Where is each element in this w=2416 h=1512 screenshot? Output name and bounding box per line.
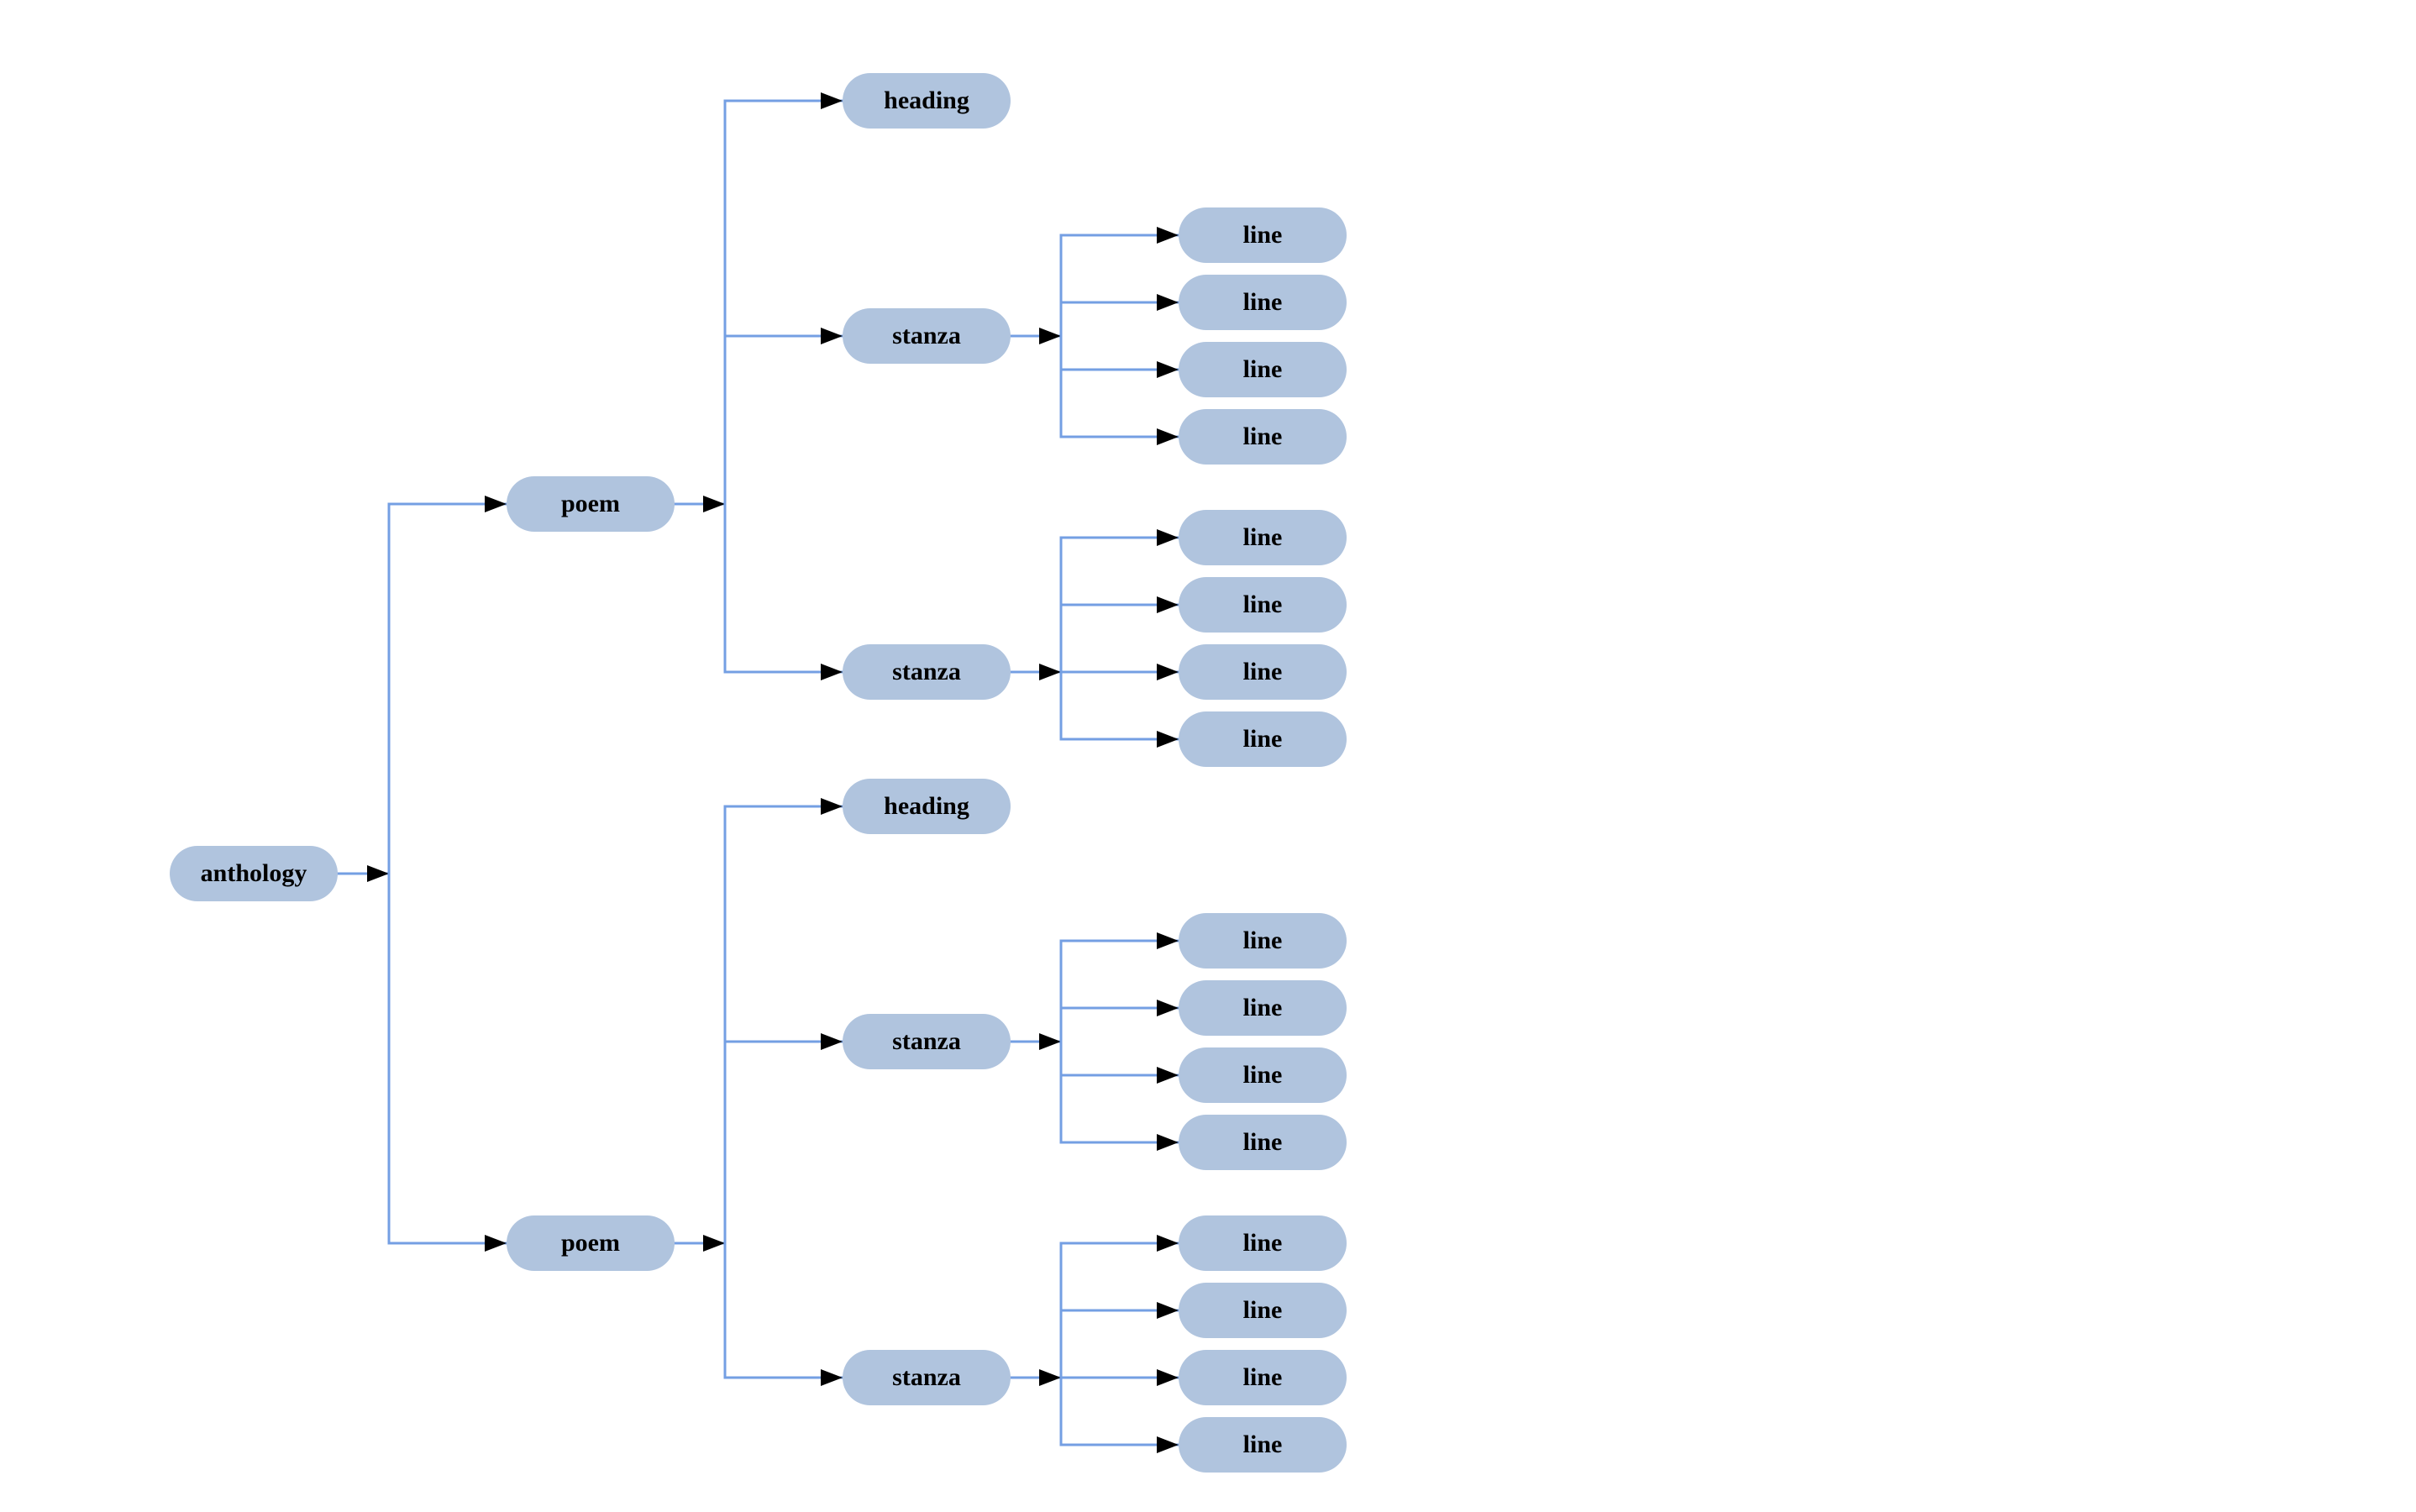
edges-poem-1 — [673, 92, 844, 680]
tree-node-line-2-3: line — [1179, 644, 1347, 700]
arrowhead-icon — [821, 328, 843, 344]
tree-node-line-1-2: line — [1179, 275, 1347, 330]
arrowhead-icon — [821, 664, 843, 680]
tree-node-heading-1: heading — [843, 73, 1011, 129]
arrowhead-icon — [821, 798, 843, 815]
arrowhead-icon — [1039, 1369, 1061, 1386]
tree-node-stanza-3: stanza — [843, 1014, 1011, 1069]
tree-node-poem-2: poem — [507, 1215, 675, 1271]
tree-node-line-4-2: line — [1179, 1283, 1347, 1338]
arrowhead-icon — [1157, 294, 1179, 311]
tree-node-anthology: anthology — [170, 846, 338, 901]
arrowhead-icon — [1157, 1067, 1179, 1084]
arrowhead-icon — [1039, 1033, 1061, 1050]
edges-poem-2 — [673, 798, 844, 1386]
tree-node-poem-1: poem — [507, 476, 675, 532]
arrowhead-icon — [1157, 1000, 1179, 1016]
tree-node-heading-2: heading — [843, 779, 1011, 834]
tree-node-line-2-1: line — [1179, 510, 1347, 565]
arrowhead-icon — [1157, 1302, 1179, 1319]
tree-node-stanza-1: stanza — [843, 308, 1011, 364]
tree-node-stanza-2: stanza — [843, 644, 1011, 700]
arrowhead-icon — [1157, 932, 1179, 949]
tree-node-line-3-1: line — [1179, 913, 1347, 969]
arrowhead-icon — [1157, 227, 1179, 244]
arrowhead-icon — [1157, 529, 1179, 546]
arrowhead-icon — [1157, 1369, 1179, 1386]
arrowhead-icon — [367, 865, 389, 882]
arrowhead-icon — [1039, 664, 1061, 680]
arrowhead-icon — [821, 92, 843, 109]
tree-node-line-4-3: line — [1179, 1350, 1347, 1405]
arrowhead-icon — [485, 496, 507, 512]
arrowhead-icon — [1157, 1134, 1179, 1151]
arrowhead-icon — [703, 496, 725, 512]
tree-node-line-1-4: line — [1179, 409, 1347, 465]
arrowhead-icon — [821, 1369, 843, 1386]
tree-node-line-3-4: line — [1179, 1115, 1347, 1170]
arrowhead-icon — [703, 1235, 725, 1252]
arrowhead-icon — [1157, 664, 1179, 680]
arrowhead-icon — [485, 1235, 507, 1252]
tree-node-line-3-3: line — [1179, 1047, 1347, 1103]
arrowhead-icon — [1039, 328, 1061, 344]
tree-node-line-2-2: line — [1179, 577, 1347, 633]
arrowhead-icon — [1157, 1235, 1179, 1252]
edges-stanza-4 — [1009, 1235, 1180, 1453]
tree-node-stanza-4: stanza — [843, 1350, 1011, 1405]
tree-node-line-4-4: line — [1179, 1417, 1347, 1473]
tree-node-line-2-4: line — [1179, 711, 1347, 767]
edges-anthology — [337, 496, 508, 1252]
tree-node-line-1-3: line — [1179, 342, 1347, 397]
tree-node-line-3-2: line — [1179, 980, 1347, 1036]
tree-node-line-4-1: line — [1179, 1215, 1347, 1271]
edges-stanza-1 — [1009, 227, 1180, 445]
arrowhead-icon — [1157, 361, 1179, 378]
arrowhead-icon — [1157, 428, 1179, 445]
arrowhead-icon — [821, 1033, 843, 1050]
edges-stanza-2 — [1009, 529, 1180, 748]
edges-stanza-3 — [1009, 932, 1180, 1151]
arrowhead-icon — [1157, 731, 1179, 748]
arrowhead-icon — [1157, 596, 1179, 613]
tree-node-line-1-1: line — [1179, 207, 1347, 263]
arrowhead-icon — [1157, 1436, 1179, 1453]
